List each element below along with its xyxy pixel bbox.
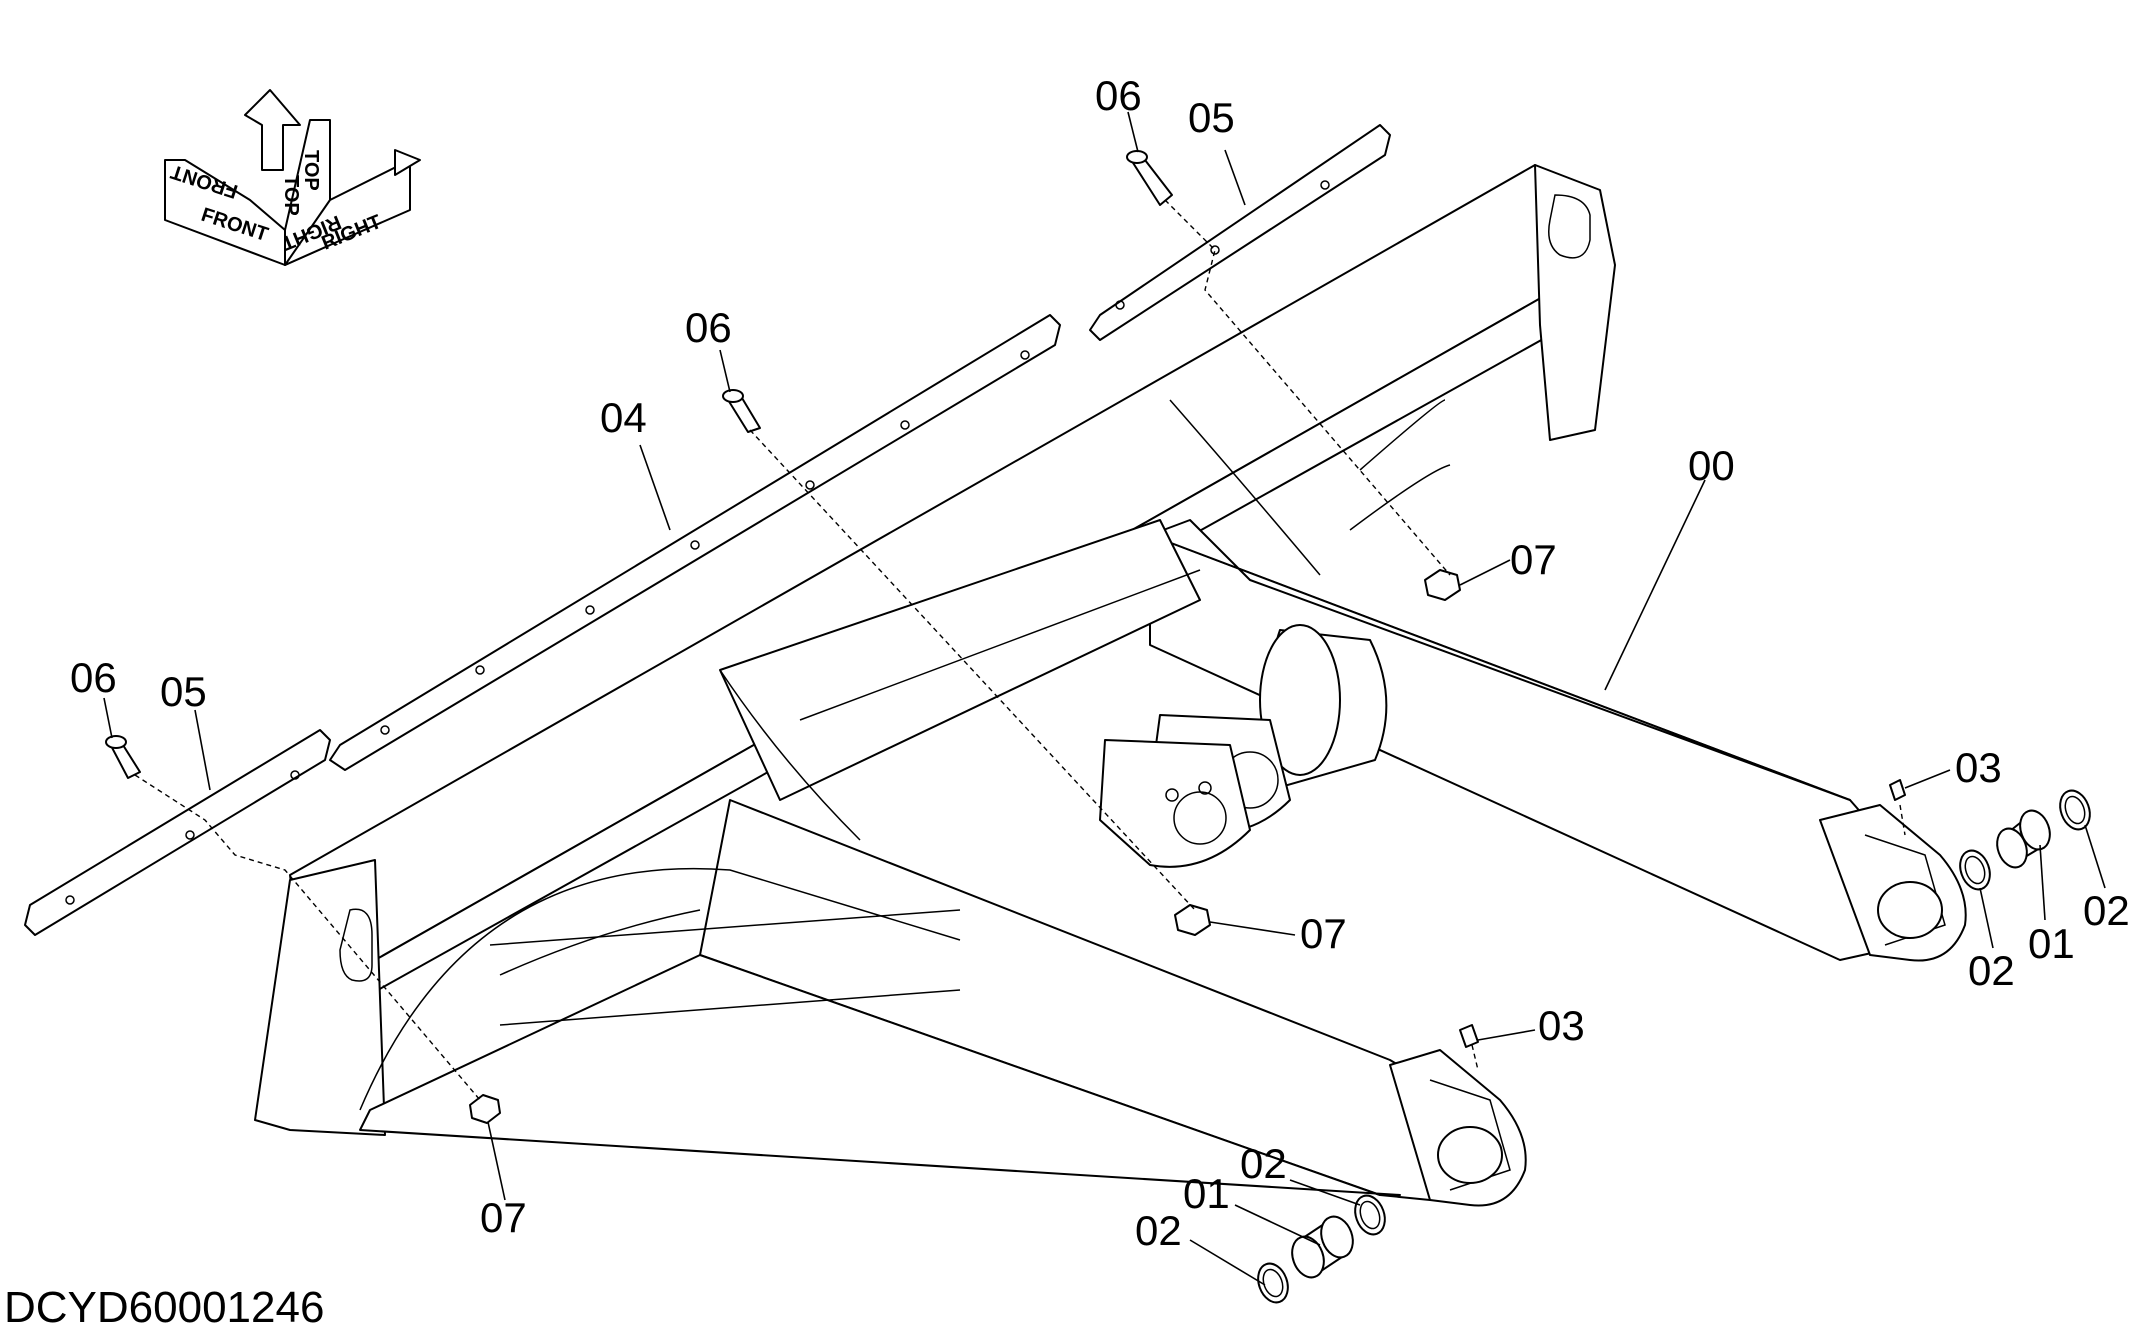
fitting-03-front (1459, 1024, 1479, 1048)
callout-06-middle: 06 (685, 304, 732, 351)
bolt-06-left (105, 735, 141, 779)
callout-00: 00 (1688, 442, 1735, 489)
callout-06-left: 06 (70, 654, 117, 701)
orientation-top-label: TOP (280, 175, 302, 216)
callout-03-front: 03 (1538, 1002, 1585, 1049)
main-frame (254, 164, 1967, 1207)
callout-02-front-outer: 02 (1135, 1207, 1182, 1254)
callout-02-front-inner: 02 (1240, 1140, 1287, 1187)
part-05-plate-upper (1089, 124, 1391, 341)
nut-07-center (1174, 904, 1211, 936)
callout-03-rear: 03 (1955, 744, 2002, 791)
drawing-id: DCYD60001246 (4, 1283, 325, 1332)
assembly-lines (134, 199, 1906, 1101)
callout-01-front: 01 (1183, 1170, 1230, 1217)
seal-02-rear-inner (1959, 849, 1991, 891)
callout-07-center: 07 (1300, 910, 1347, 957)
bushing-01-front (1291, 1215, 1354, 1279)
callout-01-rear: 01 (2028, 920, 2075, 967)
callout-05-upper: 05 (1188, 94, 1235, 141)
callout-06-upper: 06 (1095, 72, 1142, 119)
orientation-top-mirror-label: TOP (300, 150, 322, 191)
callout-04: 04 (600, 394, 647, 441)
bolt-06-upper (1126, 150, 1173, 206)
callout-02-rear-inner: 02 (1968, 947, 2015, 994)
bushing-01-rear (1996, 809, 2051, 869)
orientation-indicator: FRONT FRONT TOP TOP RIGHT RIGHT (164, 89, 421, 266)
callout-07-left: 07 (480, 1194, 527, 1241)
bolt-06-middle (722, 389, 761, 433)
callout-labels: 00 05 06 06 04 05 06 07 07 07 03 03 01 0… (70, 72, 2130, 1254)
nut-07-rear (1424, 569, 1461, 601)
nut-07-left (469, 1094, 501, 1124)
callout-02-rear-outer: 02 (2083, 887, 2130, 934)
seal-02-front-outer (1257, 1262, 1289, 1304)
seal-02-front-inner (1354, 1194, 1386, 1236)
part-05-plate-left (24, 729, 331, 936)
part-04-wear-strip (329, 314, 1061, 771)
callout-07-rear: 07 (1510, 536, 1557, 583)
seal-02-rear-outer (2059, 789, 2091, 831)
fitting-03-rear (1889, 779, 1906, 801)
leader-lines (103, 111, 2106, 1286)
callout-05-left: 05 (160, 668, 207, 715)
